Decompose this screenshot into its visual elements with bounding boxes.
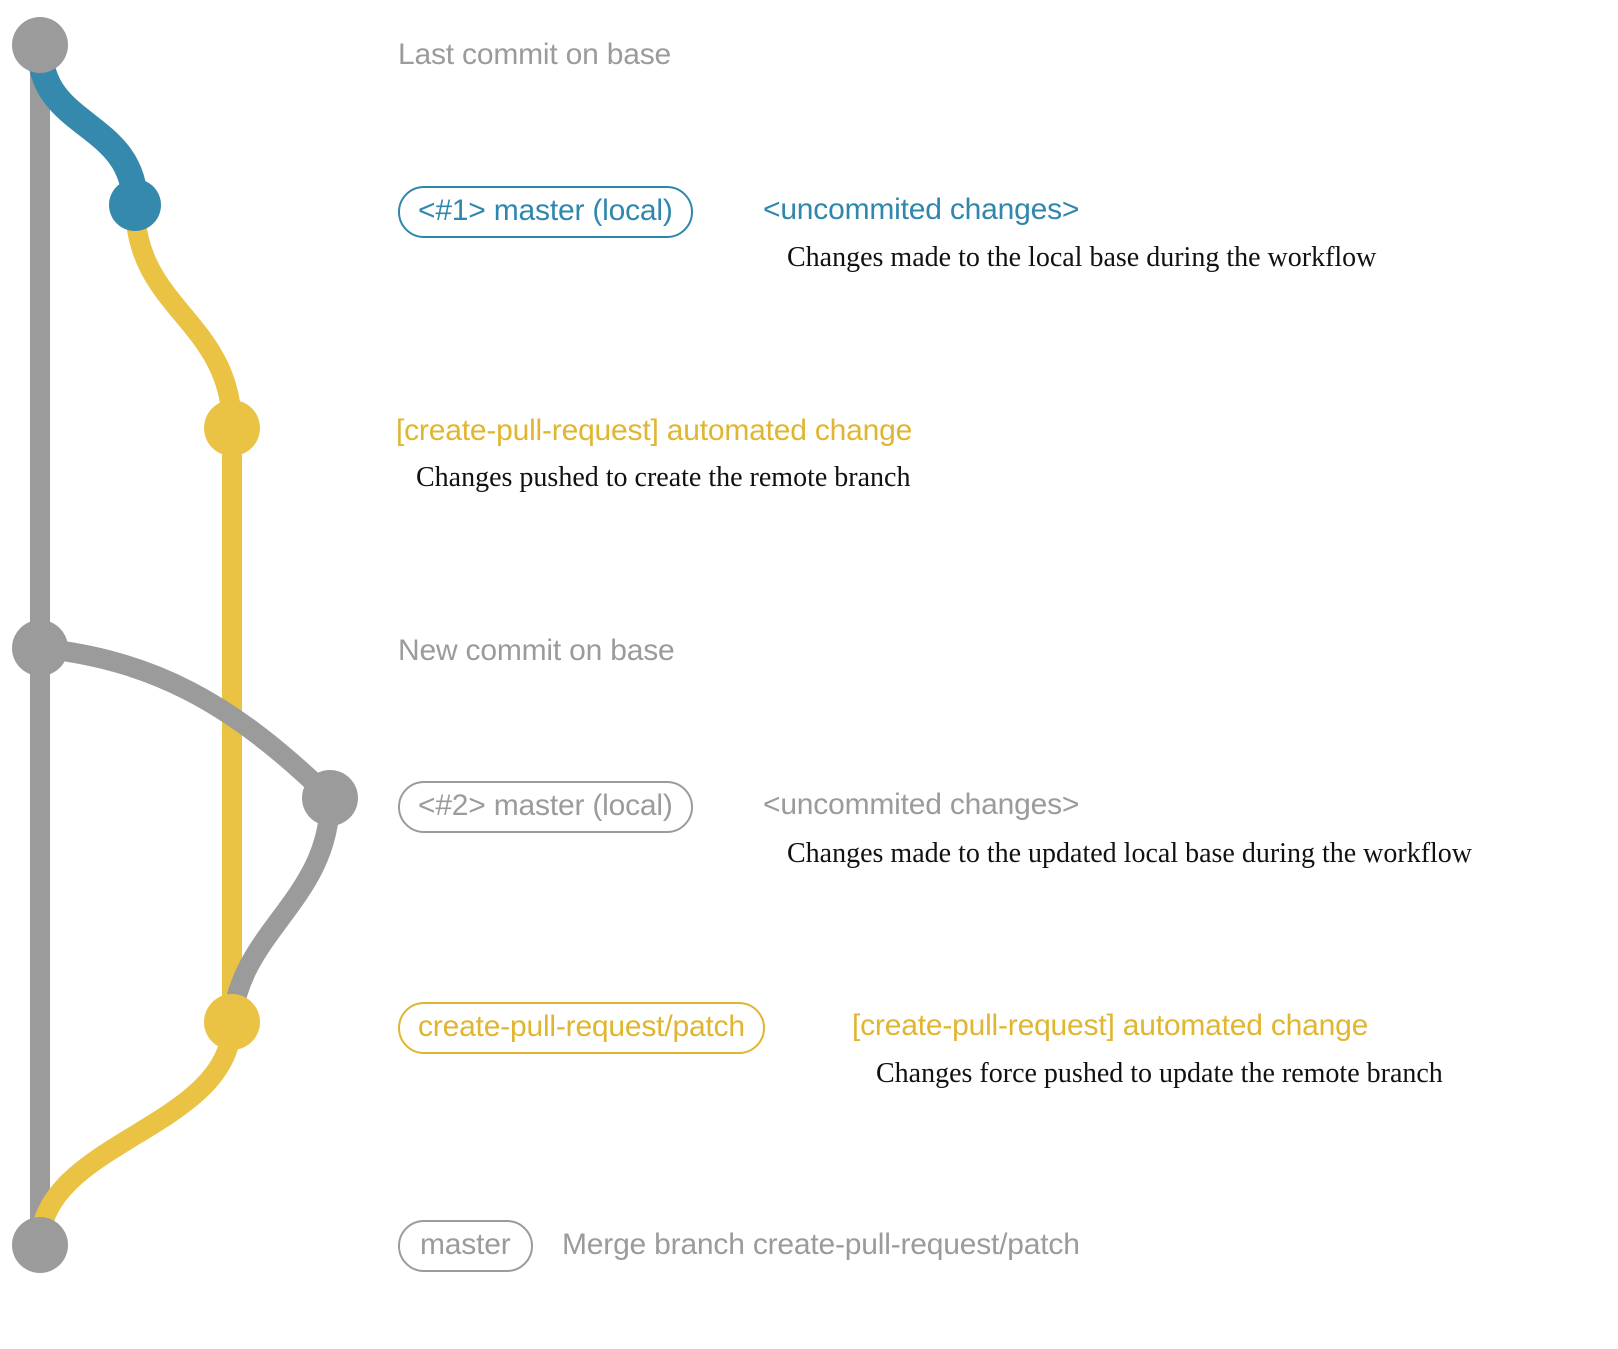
commit-node-local-1 <box>109 179 161 231</box>
label-uncommited-changes-2: <uncommited changes> <box>763 788 1080 821</box>
badge-create-pull-request-patch[interactable]: create-pull-request/patch <box>398 1002 765 1054</box>
edge-base-to-local-1 <box>27 35 148 218</box>
commit-node-local-2 <box>302 770 358 826</box>
label-automated-change-1: [create-pull-request] automated change <box>396 414 913 447</box>
label-automated-change-2: [create-pull-request] automated change <box>852 1009 1369 1042</box>
commit-node-base-2 <box>12 620 68 676</box>
commit-node-patch-2 <box>204 994 260 1050</box>
label-merge-branch: Merge branch create-pull-request/patch <box>562 1228 1080 1261</box>
badge-master-local-2[interactable]: <#2> master (local) <box>398 781 693 833</box>
edge-local-1-to-patch-1 <box>125 195 242 438</box>
edge-base-2-to-local-2 <box>30 638 340 808</box>
commit-node-merge <box>12 1217 68 1273</box>
git-graph-svg <box>12 17 358 1273</box>
git-graph <box>0 0 400 1344</box>
commit-node-base-1 <box>12 17 68 73</box>
badge-master[interactable]: master <box>398 1220 533 1272</box>
label-uncommited-changes-1: <uncommited changes> <box>763 193 1080 226</box>
desc-local-changes-2: Changes made to the updated local base d… <box>787 838 1473 869</box>
desc-pushed-create-remote-branch: Changes pushed to create the remote bran… <box>416 462 911 493</box>
label-new-commit-on-base: New commit on base <box>398 634 675 667</box>
label-last-commit-on-base: Last commit on base <box>398 38 671 71</box>
desc-local-changes-1: Changes made to the local base during th… <box>787 242 1377 273</box>
commit-node-patch-1 <box>204 400 260 456</box>
edge-local-2-to-patch-2 <box>222 788 340 1032</box>
badge-master-local-1[interactable]: <#1> master (local) <box>398 186 693 238</box>
desc-force-pushed-update-remote-branch: Changes force pushed to update the remot… <box>876 1058 1443 1089</box>
edge-patch-2-to-merge <box>30 1012 242 1255</box>
